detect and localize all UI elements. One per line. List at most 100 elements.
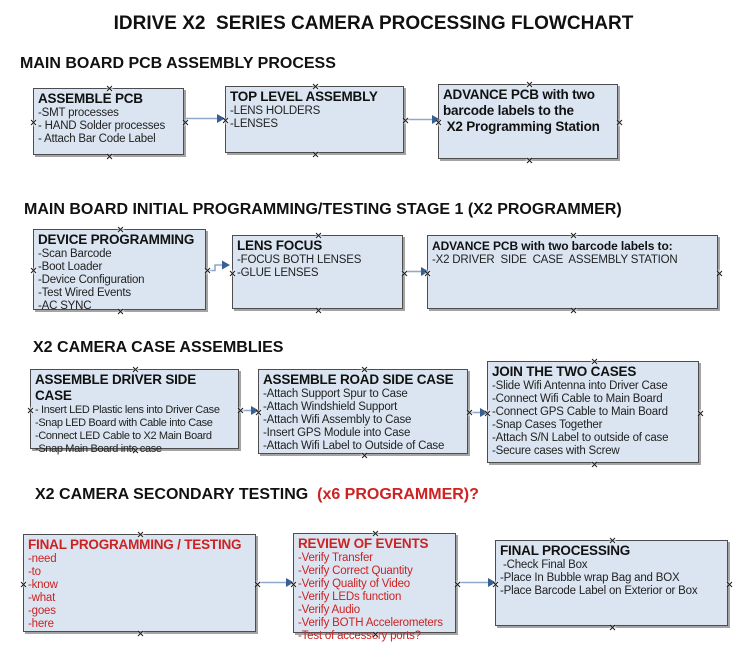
box-line: -Device Configuration [38, 274, 145, 286]
box-line: -SMT processes [38, 107, 119, 119]
flow-box-join-the-two-cases: JOIN THE TWO CASES -Slide Wifi Antenna i… [483, 357, 705, 469]
flow-box-final-processing: FINAL PROCESSING -Check Final Box -Place… [491, 536, 734, 632]
box-line: -Test of accessory ports? [298, 630, 421, 642]
box-title: JOIN THE TWO CASES [492, 364, 637, 379]
box-line: - Attach Bar Code Label [38, 133, 156, 145]
connector-arrow-device-to-lensfocus [205, 260, 230, 272]
connection-point-icon [608, 623, 617, 632]
box-line: -GLUE LENSES [237, 267, 319, 279]
flow-box-lens-focus: LENS FOCUS -FOCUS BOTH LENSES -GLUE LENS… [228, 231, 409, 315]
box-title: LENS FOCUS [237, 238, 323, 253]
box-line: -Verify Transfer [298, 552, 373, 564]
flow-box-advance-pcb-driver-station: ADVANCE PCB with two barcode labels to: … [423, 231, 724, 315]
box-line: -LENS HOLDERS [230, 105, 321, 117]
box-line: -Attach Wifi Assembly to Case [263, 414, 412, 426]
section-heading-initial-programming: MAIN BOARD INITIAL PROGRAMMING/TESTING S… [24, 201, 622, 219]
box-line: -Test Wired Events [38, 287, 131, 299]
connection-point-icon [29, 266, 38, 275]
box-title: REVIEW OF EVENTS [298, 536, 429, 551]
box-line: -Verify BOTH Accelerometers [298, 617, 443, 629]
box-line: -FOCUS BOTH LENSES [237, 254, 362, 266]
box-line: -here [28, 618, 54, 630]
connection-point-icon [590, 460, 598, 469]
connection-point-icon [314, 306, 323, 315]
flow-box-review-of-events: REVIEW OF EVENTS -Verify Transfer -Verif… [289, 529, 462, 642]
section-heading-text: X2 CAMERA SECONDARY TESTING [35, 486, 318, 503]
flow-box-assemble-road-side-case: ASSEMBLE ROAD SIDE CASE -Attach Support … [254, 365, 474, 460]
connection-point-icon [615, 118, 624, 127]
connection-point-icon [19, 580, 28, 588]
section-heading-text: X2 CAMERA CASE ASSEMBLIES [33, 339, 284, 356]
connector-arrow-finalprog-to-review [259, 578, 294, 587]
box-line: -Attach Support Spur to Case [263, 388, 408, 400]
connection-point-icon [696, 409, 705, 417]
box-line: -to [28, 566, 41, 578]
box-title: ASSEMBLE PCB [38, 91, 143, 106]
box-line: -Attach S/N Label to outside of case [492, 432, 669, 444]
connection-point-icon [725, 580, 734, 588]
box-line: -Verify Quality of Video [298, 578, 410, 590]
box-line: -what [28, 592, 56, 604]
connection-point-icon [26, 406, 35, 414]
flow-box-advance-pcb-programming-station: ADVANCE PCB with two barcode labels to t… [434, 80, 624, 165]
box-line: -Secure cases with Screw [492, 445, 620, 457]
box-line: -Boot Loader [38, 261, 103, 273]
box-line: -Check Final Box [500, 559, 588, 571]
connection-point-icon [525, 156, 533, 165]
box-line: -Connect LED Cable to X2 Main Board [35, 430, 212, 442]
box-line: -goes [28, 605, 56, 617]
section-heading-case-assemblies: X2 CAMERA CASE ASSEMBLIES [33, 339, 283, 357]
box-title: ASSEMBLE DRIVER SIDE CASE [35, 372, 200, 403]
section-heading-red-text: (x6 PROGRAMMER)? [317, 486, 479, 503]
connector-arrow-lensfocus-to-advance [406, 267, 429, 276]
flow-box-top-level-assembly: TOP LEVEL ASSEMBLY -LENS HOLDERS -LENSES [221, 82, 410, 159]
box-line: - Insert LED Plastic lens into Driver Ca… [35, 404, 220, 416]
box-line: -Snap Main Board into case [35, 443, 162, 455]
connector-arrow-pcb-to-toplevel [186, 114, 225, 123]
section-heading-text: MAIN BOARD INITIAL PROGRAMMING/TESTING S… [24, 201, 622, 218]
box-line: -Connect Wifi Cable to Main Board [492, 393, 663, 405]
box-line: - HAND Solder processes [38, 120, 166, 132]
box-line: -Snap Cases Together [492, 419, 603, 431]
box-title: FINAL PROGRAMMING / TESTING [28, 537, 242, 552]
flow-box-device-programming: DEVICE PROGRAMMING -Scan Barcode -Boot L… [29, 225, 212, 316]
box-line: -know [28, 579, 58, 591]
box-line: -LENSES [230, 118, 278, 130]
box-line: -Insert GPS Module into Case [263, 427, 411, 439]
section-heading-text: MAIN BOARD PCB ASSEMBLY PROCESS [20, 55, 336, 72]
box-line: -Attach Wifi Label to Outside of Case [263, 440, 445, 452]
box-line: -need [28, 553, 57, 565]
flow-box-assemble-pcb: ASSEMBLE PCB -SMT processes - HAND Solde… [29, 84, 190, 161]
box-line: -Slide Wifi Antenna into Driver Case [492, 380, 668, 392]
box-line: -Snap LED Board with Cable into Case [35, 417, 213, 429]
connection-point-icon [569, 306, 578, 315]
box-line: -Verify Audio [298, 604, 360, 616]
connector-arrow-road-to-join [470, 408, 488, 417]
connection-point-icon [105, 152, 114, 161]
connection-point-icon [715, 269, 724, 277]
box-title: DEVICE PROGRAMMING [38, 232, 195, 247]
section-heading-secondary-testing: X2 CAMERA SECONDARY TESTING (x6 PROGRAMM… [35, 486, 479, 504]
box-line: -Verify Correct Quantity [298, 565, 413, 577]
box-title: ADVANCE PCB with two barcode labels to: [432, 239, 673, 253]
box-title: ASSEMBLE ROAD SIDE CASE [263, 372, 454, 387]
box-title: TOP LEVEL ASSEMBLY [230, 89, 378, 104]
box-line: -Place Barcode Label on Exterior or Box [500, 585, 698, 597]
box-line: -Attach Windshield Support [263, 401, 398, 413]
section-heading-pcb-assembly: MAIN BOARD PCB ASSEMBLY PROCESS [20, 55, 336, 73]
box-line: -Verify LEDs function [298, 591, 402, 603]
flow-box-final-programming-testing: FINAL PROGRAMMING / TESTING -need -to -k… [19, 530, 262, 638]
box-line: -AC SYNC [38, 300, 92, 312]
box-title: FINAL PROCESSING [500, 543, 631, 558]
page-title: IDRIVE X2 SERIES CAMERA PROCESSING FLOWC… [113, 13, 634, 34]
connector-arrow-driver-to-road [241, 406, 259, 415]
box-line: -Connect GPS Cable to Main Board [492, 406, 668, 418]
box-line: -X2 DRIVER SIDE CASE ASSEMBLY STATION [432, 254, 678, 266]
connector-arrow-toplevel-to-advance [407, 115, 440, 124]
box-title: ADVANCE PCB with two barcode labels to t… [443, 87, 600, 134]
connector-arrow-review-to-finalproc [459, 578, 496, 587]
connection-point-icon [311, 150, 320, 159]
connection-point-icon [29, 118, 38, 127]
flow-box-assemble-driver-side-case: ASSEMBLE DRIVER SIDE CASE - Insert LED P… [26, 365, 245, 455]
